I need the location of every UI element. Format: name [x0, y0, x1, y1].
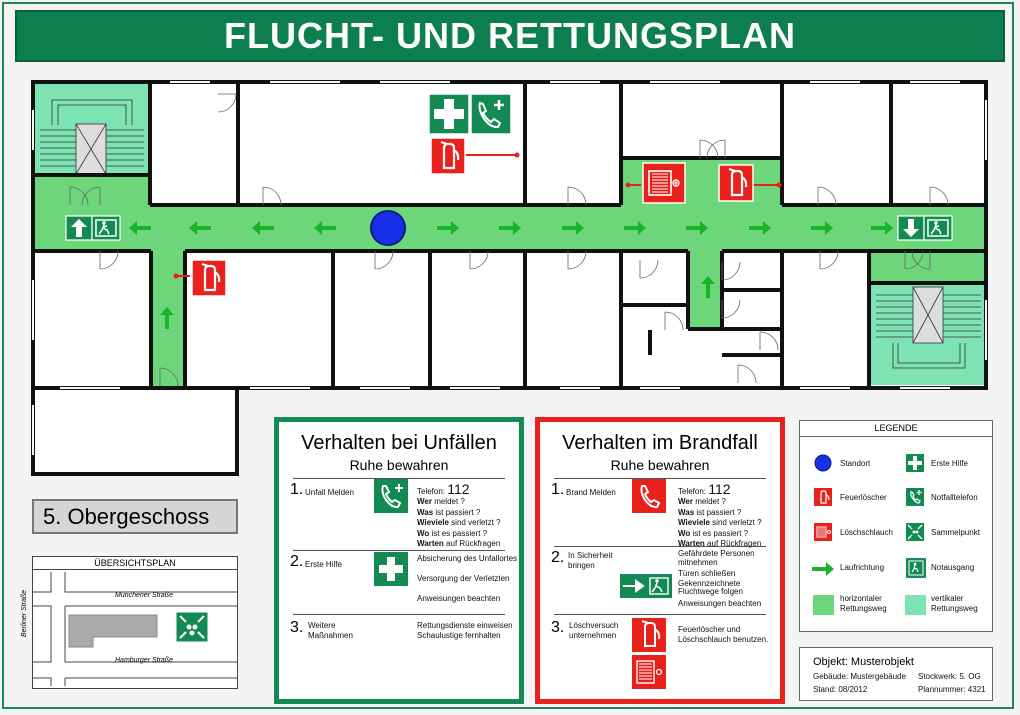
report-checklist: Wer meldet ? Was ist passiert ? Wieviele…	[417, 497, 501, 548]
instruction-text: Absicherung des Unfallortes	[417, 554, 518, 563]
building-name: Gebäude: Mustergebäude	[813, 672, 906, 681]
legend-label: Löschschlauch	[840, 528, 893, 537]
emergency-phone-icon	[906, 488, 924, 506]
card-subheading: Ruhe bewahren	[349, 457, 449, 473]
legend-label: Notfalltelefon	[931, 493, 978, 502]
report-checklist: Wer meldet ? Was ist passiert ? Wieviele…	[678, 497, 762, 548]
exit-sign-left	[65, 215, 121, 241]
exit-sign-right	[897, 215, 953, 241]
walking-direction-icon	[812, 562, 834, 576]
first-aid-icon	[374, 552, 408, 586]
fire-phone-icon	[632, 479, 666, 513]
legend-label: Notausgang	[931, 563, 975, 572]
step-number: 2.	[551, 549, 565, 566]
floor-info: Stockwerk: 5. OG	[918, 672, 981, 681]
instruction-text: Anweisungen beachten	[678, 599, 762, 608]
step-label: Brand Melden	[566, 488, 616, 497]
legend-label: Feuerlöscher	[840, 493, 887, 502]
telefon-label: Telefon:	[417, 487, 446, 496]
fire-extinguisher-sign	[717, 163, 755, 203]
step-number: 1.	[290, 481, 304, 498]
assembly-point-icon	[906, 523, 924, 541]
step-number: 1.	[551, 481, 565, 498]
card-subheading: Ruhe bewahren	[610, 457, 710, 473]
card-heading: Verhalten im Brandfall	[562, 432, 758, 454]
legend: LEGENDE	[799, 420, 993, 632]
fire-extinguisher-sign	[429, 136, 467, 176]
step-label: Erste Hilfe	[305, 560, 342, 569]
instruction-text: Anweisungen beachten	[417, 594, 501, 603]
emergency-phone-icon	[374, 479, 408, 513]
page-title: FLUCHT- UND RETTUNGSPLAN	[15, 10, 1005, 62]
instruction-text: Versorgung der Verletzten	[417, 574, 510, 583]
street-label: Münchener Straße	[115, 592, 173, 599]
plan-number: Plannummer: 4321	[918, 685, 986, 694]
fire-equipment-icons	[632, 618, 666, 689]
step-label: Unfall Melden	[305, 488, 354, 497]
legend-label: Sammelpunkt	[931, 528, 980, 537]
object-info: Objekt: Musterobjekt Gebäude: Mustergebä…	[799, 647, 993, 701]
fire-hose-icon	[814, 523, 832, 541]
telefon-label: Telefon:	[678, 487, 707, 496]
emergency-phone-sign	[469, 92, 513, 136]
emergency-number: 112	[708, 481, 731, 497]
legend-label: Laufrichtung	[840, 563, 885, 572]
object-name: Objekt: Musterobjekt	[813, 656, 914, 668]
first-aid-icon	[906, 454, 924, 472]
card-heading: Verhalten bei Unfällen	[301, 432, 497, 454]
street-label: Berliner Straße	[21, 589, 28, 637]
overview-plan: ÜBERSICHTSPLAN Münchener Straße Hamburge…	[21, 556, 238, 689]
fire-extinguisher-icon	[814, 488, 832, 506]
fire-extinguisher-sign	[190, 258, 228, 298]
fire-hose-sign	[642, 162, 686, 204]
emergency-exit-icon	[620, 574, 672, 598]
overview-title: ÜBERSICHTSPLAN	[33, 558, 237, 570]
fire-instructions-card: Verhalten im Brandfall Ruhe bewahren 1. …	[535, 417, 785, 704]
standort-icon	[814, 454, 832, 472]
step-number: 2.	[290, 553, 304, 570]
step-number: 3.	[551, 619, 565, 636]
instruction-text: Türen schließen	[678, 569, 736, 578]
legend-label: Erste Hilfe	[931, 459, 968, 468]
horizontal-route-swatch	[813, 595, 834, 615]
emergency-exit-icon	[906, 558, 926, 578]
floor-label: 5. Obergeschoss	[32, 499, 238, 534]
legend-label: Standort	[840, 459, 871, 468]
first-aid-sign	[428, 93, 470, 135]
legend-title: LEGENDE	[800, 421, 992, 437]
plan-date: Stand: 08/2012	[813, 685, 868, 694]
emergency-number: 112	[447, 481, 470, 497]
accident-instructions-card: Verhalten bei Unfällen Ruhe bewahren 1. …	[274, 417, 524, 704]
vertical-route-swatch	[905, 595, 926, 615]
standort-marker	[370, 210, 406, 246]
step-number: 3.	[290, 619, 304, 636]
street-label: Hamburger Straße	[115, 657, 173, 664]
